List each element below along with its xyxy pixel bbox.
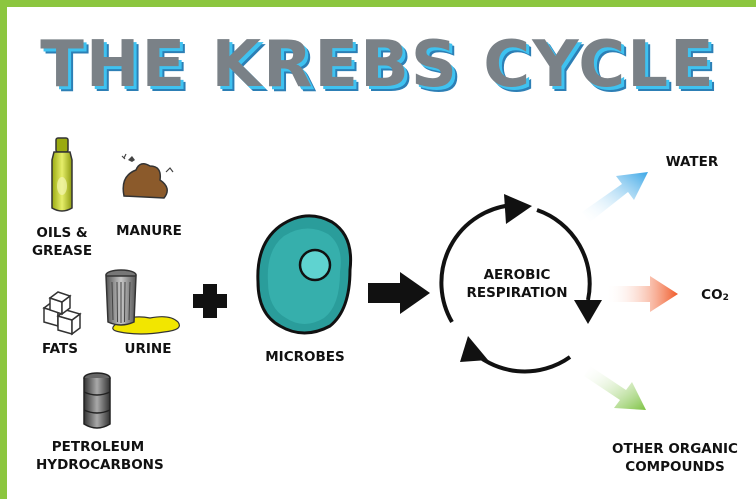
water-arrow <box>582 172 648 222</box>
oil-barrel-icon <box>83 372 111 429</box>
trash-can-icon <box>105 269 137 326</box>
plus-sign <box>193 284 227 318</box>
manure-icon <box>121 153 174 199</box>
water-label: WATER <box>665 154 719 170</box>
microbes-label: MICROBES <box>265 349 345 365</box>
other-compounds-arrow <box>584 366 646 410</box>
aerobic-respiration-label: AEROBIC RESPIRATION <box>466 267 568 301</box>
diagram-title: THE KREBS CYCLE <box>40 28 716 102</box>
microbe-icon <box>256 214 353 335</box>
oil-bottle-icon <box>51 137 73 212</box>
manure-label: MANURE <box>116 223 182 239</box>
cycle-arrowheads <box>460 194 602 362</box>
petroleum-hydrocarbons-label: PETROLEUM HYDROCARBONS <box>36 439 164 473</box>
co2-arrow <box>606 276 678 312</box>
microbes-to-cycle-arrow <box>368 272 430 314</box>
oils-grease-label: OILS & GREASE <box>31 225 93 259</box>
other-organic-compounds-label: OTHER ORGANIC COMPOUNDS <box>612 441 738 475</box>
urine-label: URINE <box>124 341 172 357</box>
co2-label: CO2 <box>701 287 729 303</box>
fat-cubes-icon <box>42 291 82 336</box>
fats-label: FATS <box>41 341 78 357</box>
